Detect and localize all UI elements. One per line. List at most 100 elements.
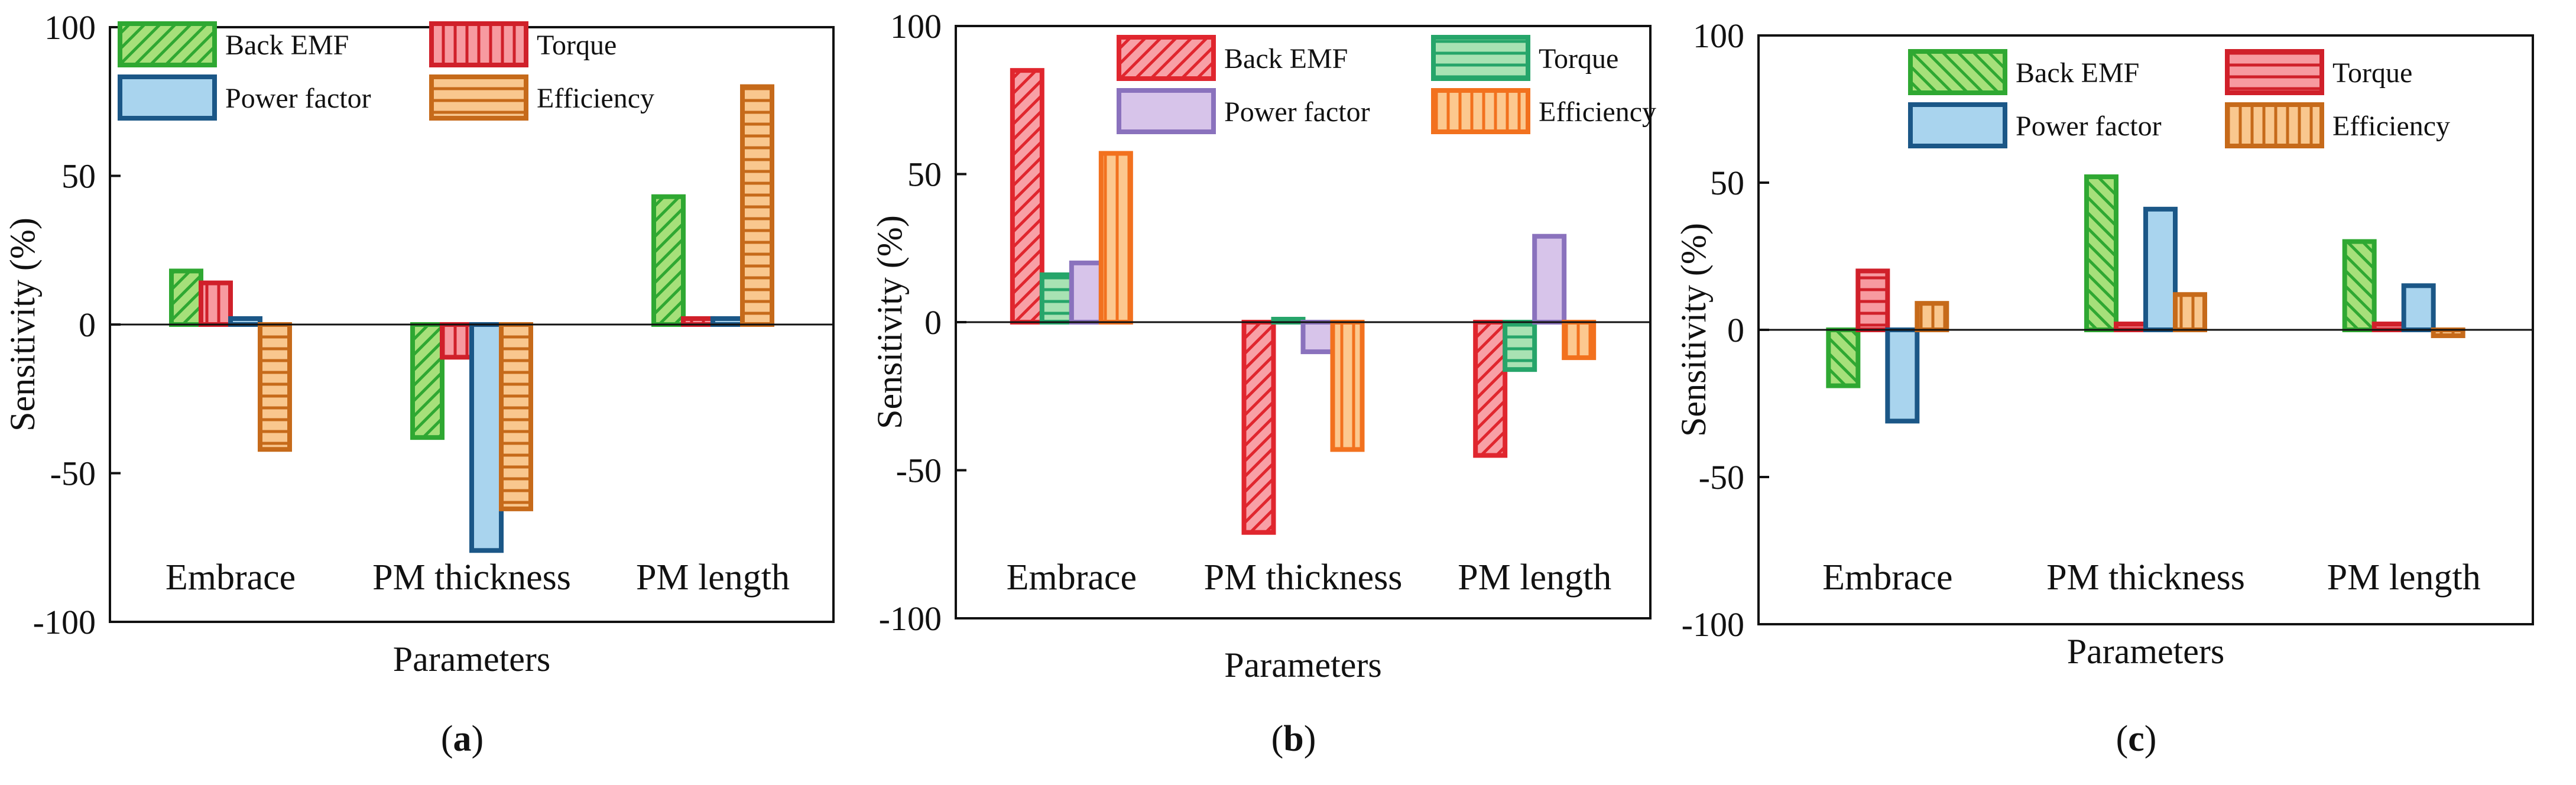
legend-swatch-pattern: [2227, 105, 2322, 146]
legend-label: Efficiency: [537, 83, 654, 114]
legend-label: Torque: [537, 30, 617, 61]
legend-label: Efficiency: [2332, 111, 2450, 142]
bar-c-power-factor-0: [1887, 330, 1918, 421]
legend-label: Back EMF: [225, 30, 349, 61]
legend-swatch-outline: [118, 21, 217, 67]
legend-label: Power factor: [225, 83, 371, 114]
legend-swatch: [1119, 90, 1214, 132]
legend-item: Power factor: [1117, 88, 1370, 134]
legend-swatch-outline: [429, 21, 528, 67]
bar-pattern-b-0-2: [1475, 322, 1506, 456]
legend-swatch-outline: [1117, 35, 1216, 81]
y-tick-label: 0: [924, 303, 942, 342]
bar-pattern-b-3-1: [1332, 322, 1362, 450]
bar-pattern-c-3-1: [2175, 294, 2205, 330]
legend-swatch-pattern: [1433, 37, 1528, 79]
y-tick-label: 100: [890, 7, 942, 46]
bar-pattern-a-1-2: [683, 318, 713, 325]
panel-caption: (b): [1271, 719, 1316, 759]
panel-letter: a: [453, 719, 472, 759]
bar-pattern-a-1-0: [201, 283, 231, 325]
x-axis-title: Parameters: [2067, 632, 2225, 671]
y-tick-label: -50: [1699, 458, 1744, 497]
bar-pattern-c-0-1: [2087, 177, 2116, 330]
category-label: PM thickness: [1204, 557, 1403, 598]
y-tick-label: 50: [1710, 164, 1744, 202]
bar-pattern-a-1-1: [442, 325, 472, 358]
bar-c-power-factor-2: [2403, 286, 2434, 330]
y-axis-title: Sensitivity (%): [1674, 223, 1713, 437]
y-tick-label: 0: [1727, 311, 1744, 349]
legend-swatch-outline: [1431, 88, 1530, 134]
bar-pattern-c-1-1: [2116, 324, 2146, 330]
legend-label: Power factor: [2016, 111, 2162, 142]
bar-pattern-a-0-0: [171, 271, 201, 325]
bar-b-power-factor-1: [1303, 322, 1333, 352]
legend-swatch-pattern: [120, 24, 215, 65]
panel-letter: b: [1283, 719, 1303, 759]
y-tick-label: -100: [33, 603, 96, 641]
y-axis-title: Sensitivity (%): [3, 218, 42, 432]
bar-pattern-a-0-1: [413, 325, 442, 438]
bar-pattern-a-3-1: [501, 325, 531, 509]
category-label: PM length: [636, 557, 790, 598]
y-tick-label: -50: [50, 455, 96, 493]
bar-pattern-c-1-2: [2374, 324, 2404, 330]
bar-pattern-b-3-0: [1101, 153, 1131, 322]
category-label: PM thickness: [2046, 557, 2245, 598]
legend-item: Power factor: [1908, 102, 2162, 148]
legend-label: Torque: [2332, 57, 2412, 89]
legend-swatch-pattern: [1910, 51, 2005, 93]
legend-swatch-pattern: [1119, 37, 1214, 79]
legend-swatch: [120, 77, 215, 118]
x-axis-title: Parameters: [1224, 645, 1382, 685]
legend-item: Back EMF: [118, 21, 349, 67]
legend-item: Torque: [1431, 35, 1618, 81]
bar-pattern-c-0-0: [1828, 330, 1858, 386]
legend-item: Efficiency: [1431, 88, 1656, 134]
bar-pattern-b-1-0: [1042, 274, 1072, 322]
bar-a-power-factor-2: [713, 318, 742, 325]
y-tick-label: -100: [1682, 605, 1744, 644]
y-tick-label: 100: [1693, 17, 1744, 55]
bar-b-power-factor-0: [1071, 262, 1101, 322]
bar-pattern-a-0-2: [654, 196, 683, 325]
y-tick-label: -50: [896, 452, 942, 490]
legend-swatch-outline: [2225, 49, 2324, 95]
y-tick-label: 50: [61, 157, 96, 196]
y-axis-title: Sensitivity (%): [870, 215, 909, 429]
y-tick-label: -100: [879, 599, 942, 638]
y-tick-label: 0: [79, 306, 96, 344]
legend-label: Back EMF: [1224, 43, 1348, 74]
legend-swatch-outline: [118, 74, 217, 121]
category-label: Embrace: [1007, 557, 1137, 598]
category-label: Embrace: [166, 557, 296, 598]
legend-label: Efficiency: [1539, 96, 1656, 128]
legend-swatch-outline: [1908, 102, 2007, 148]
bar-pattern-b-0-0: [1012, 70, 1042, 323]
legend-swatch-pattern: [1433, 90, 1528, 132]
bar-pattern-a-3-0: [260, 325, 290, 450]
panel-letter: c: [2128, 719, 2144, 759]
legend-swatch-pattern: [432, 24, 526, 65]
legend-item: Torque: [429, 21, 617, 67]
legend-swatch-outline: [1431, 35, 1530, 81]
legend-label: Back EMF: [2016, 57, 2139, 89]
legend-swatch-outline: [1908, 49, 2007, 95]
legend-swatch-outline: [2225, 102, 2324, 148]
legend-swatch-pattern: [2227, 51, 2322, 93]
bar-b-power-factor-2: [1534, 236, 1565, 322]
bar-pattern-b-0-1: [1244, 322, 1274, 533]
bar-a-power-factor-1: [472, 325, 501, 551]
legend-item: Efficiency: [429, 74, 654, 121]
y-tick-label: 50: [907, 155, 942, 194]
legend-swatch-outline: [1117, 88, 1216, 134]
bar-pattern-b-1-2: [1505, 322, 1535, 370]
x-axis-title: Parameters: [393, 640, 551, 679]
legend-label: Power factor: [1224, 96, 1370, 128]
bar-pattern-a-3-2: [742, 86, 772, 325]
panel-caption: (a): [441, 719, 484, 759]
